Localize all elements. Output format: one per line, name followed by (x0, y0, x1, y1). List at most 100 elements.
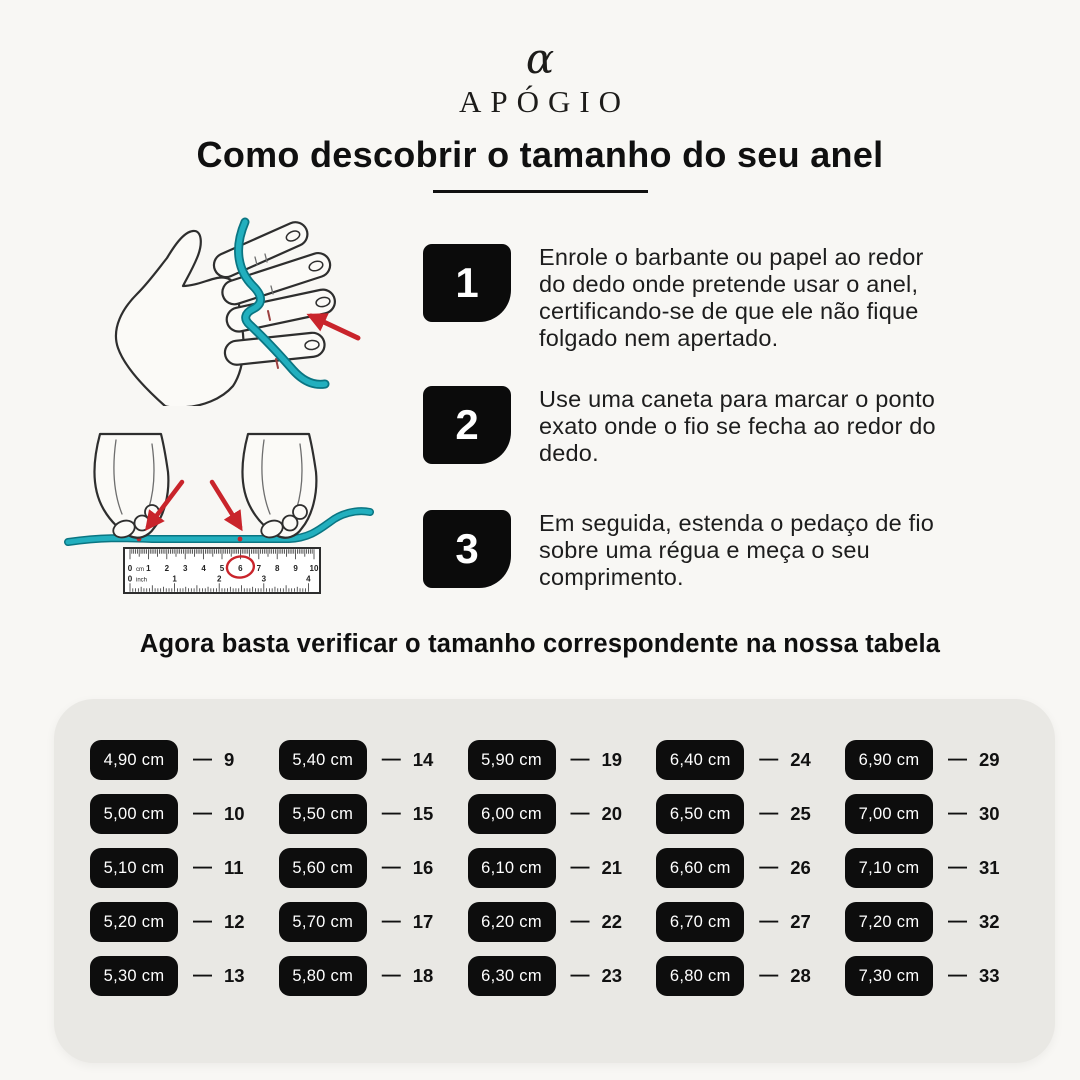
size-table-row: 7,20 cm—32 (845, 902, 1007, 942)
hand-string-illustration (114, 217, 361, 406)
svg-text:7: 7 (257, 564, 262, 573)
ring-size-value: 15 (412, 803, 434, 824)
hand-palm-outline (114, 229, 245, 406)
step-3-text: Em seguida, estenda o pedaço de fio sobr… (539, 510, 935, 590)
step-3-number-badge: 3 (423, 510, 511, 588)
string-around-finger (234, 217, 330, 389)
dash-separator: — (570, 857, 590, 878)
ring-size-value: 25 (790, 803, 811, 824)
cm-value-badge: 6,20 cm (467, 902, 556, 942)
cm-value-badge: 5,80 cm (278, 956, 367, 996)
dash-separator: — (948, 857, 967, 878)
size-table-row: 6,70 cm — 27 (656, 902, 818, 942)
svg-text:2: 2 (217, 575, 222, 584)
size-table-row: 6,00 cm—20 (467, 794, 630, 834)
ring-size-value: 14 (412, 749, 434, 770)
right-hand (241, 432, 318, 542)
step-2-number-badge: 2 (423, 386, 511, 464)
svg-text:inch: inch (136, 578, 147, 584)
size-table-row: 5,40 cm—14 (278, 740, 441, 780)
table-intro: Agora basta verificar o tamanho correspo… (139, 630, 941, 658)
size-table-row: 6,50 cm — 25 (656, 794, 818, 834)
pen-mark-right (237, 536, 243, 542)
dash-separator: — (193, 911, 212, 932)
size-table-row: 6,20 cm — 22 (467, 902, 630, 942)
ruler-inch-ticks (129, 583, 309, 592)
stretched-string (64, 507, 374, 546)
dash-separator: — (381, 911, 401, 932)
ring-size-value: 22 (601, 911, 623, 932)
cm-value-badge: 6,10 cm (467, 848, 556, 888)
cm-value-badge: 6,00 cm (467, 794, 556, 834)
ring-size-value: 10 (224, 803, 245, 824)
red-arrow-icon (306, 313, 361, 341)
ruler-cm-ticks (129, 549, 315, 560)
size-table-row: 5,20 cm—12 (90, 902, 252, 942)
ring-size-value: 31 (979, 857, 1000, 878)
svg-text:1: 1 (172, 575, 177, 584)
red-circle-mark (225, 555, 256, 579)
cm-value-badge: 4,90 cm (90, 740, 178, 780)
dash-separator: — (759, 803, 779, 824)
cm-value-badge: 6,70 cm (656, 902, 745, 942)
brand-alpha-icon: α (525, 34, 555, 83)
step-1-number-badge: 1 (423, 244, 511, 322)
ring-size-value: 9 (224, 749, 235, 770)
svg-text:4: 4 (306, 575, 311, 584)
cm-value-badge: 6,50 cm (656, 794, 745, 834)
dash-separator: — (381, 965, 401, 986)
dash-separator: — (759, 749, 779, 770)
cm-value-badge: 5,20 cm (90, 902, 178, 942)
svg-text:5: 5 (220, 564, 225, 573)
size-table-row: 4,90 cm—9 (90, 740, 252, 780)
cm-value-badge: 7,30 cm (845, 956, 933, 996)
size-table-row: 6,90 cm—29 (845, 740, 1007, 780)
ring-size-value: 30 (979, 803, 1000, 824)
ring-size-value: 19 (601, 749, 623, 770)
svg-text:10: 10 (310, 564, 319, 573)
dash-separator: — (759, 911, 779, 932)
red-arrow-left-icon (145, 479, 185, 531)
step-2-text: Use uma caneta para marcar o ponto exato… (539, 386, 936, 466)
size-table-row: 7,30 cm—33 (845, 956, 1007, 996)
step-2: 2 Use uma caneta para marcar o ponto exa… (423, 386, 945, 467)
dash-separator: — (381, 857, 401, 878)
ring-size-value: 18 (412, 965, 434, 986)
brand-name: APÓGIO (458, 84, 631, 119)
ring-size-value: 28 (790, 965, 811, 986)
svg-text:9: 9 (293, 564, 298, 573)
size-table-row: 6,80 cm—28 (656, 956, 818, 996)
cm-value-badge: 7,00 cm (845, 794, 933, 834)
svg-text:1: 1 (146, 564, 151, 573)
size-table-row: 5,00 cm—10 (90, 794, 252, 834)
size-table-row: 5,60 cm—16 (278, 848, 441, 888)
dash-separator: — (381, 803, 401, 824)
ring-size-value: 32 (979, 911, 1000, 932)
ring-size-value: 13 (224, 965, 245, 986)
dash-separator: — (948, 749, 967, 770)
dash-separator: — (948, 803, 967, 824)
cm-value-badge: 6,60 cm (656, 848, 745, 888)
ring-size-value: 33 (979, 965, 1000, 986)
ring-size-value: 17 (412, 911, 434, 932)
dash-separator: — (570, 911, 590, 932)
cm-value-badge: 5,10 cm (90, 848, 178, 888)
svg-text:4: 4 (201, 564, 206, 573)
size-table-row: 5,10 cm—11 (90, 848, 252, 888)
dash-separator: — (759, 965, 779, 986)
dash-separator: — (193, 857, 212, 878)
size-table-row: 5,70 cm—17 (278, 902, 441, 942)
size-table-row: 5,90 cm—19 (467, 740, 630, 780)
ring-size-value: 27 (790, 911, 811, 932)
svg-text:3: 3 (183, 564, 188, 573)
finger-nails (285, 230, 331, 351)
ring-size-value: 24 (790, 749, 811, 770)
cm-value-badge: 5,90 cm (467, 740, 556, 780)
size-table-row: 6,60 cm—26 (656, 848, 818, 888)
